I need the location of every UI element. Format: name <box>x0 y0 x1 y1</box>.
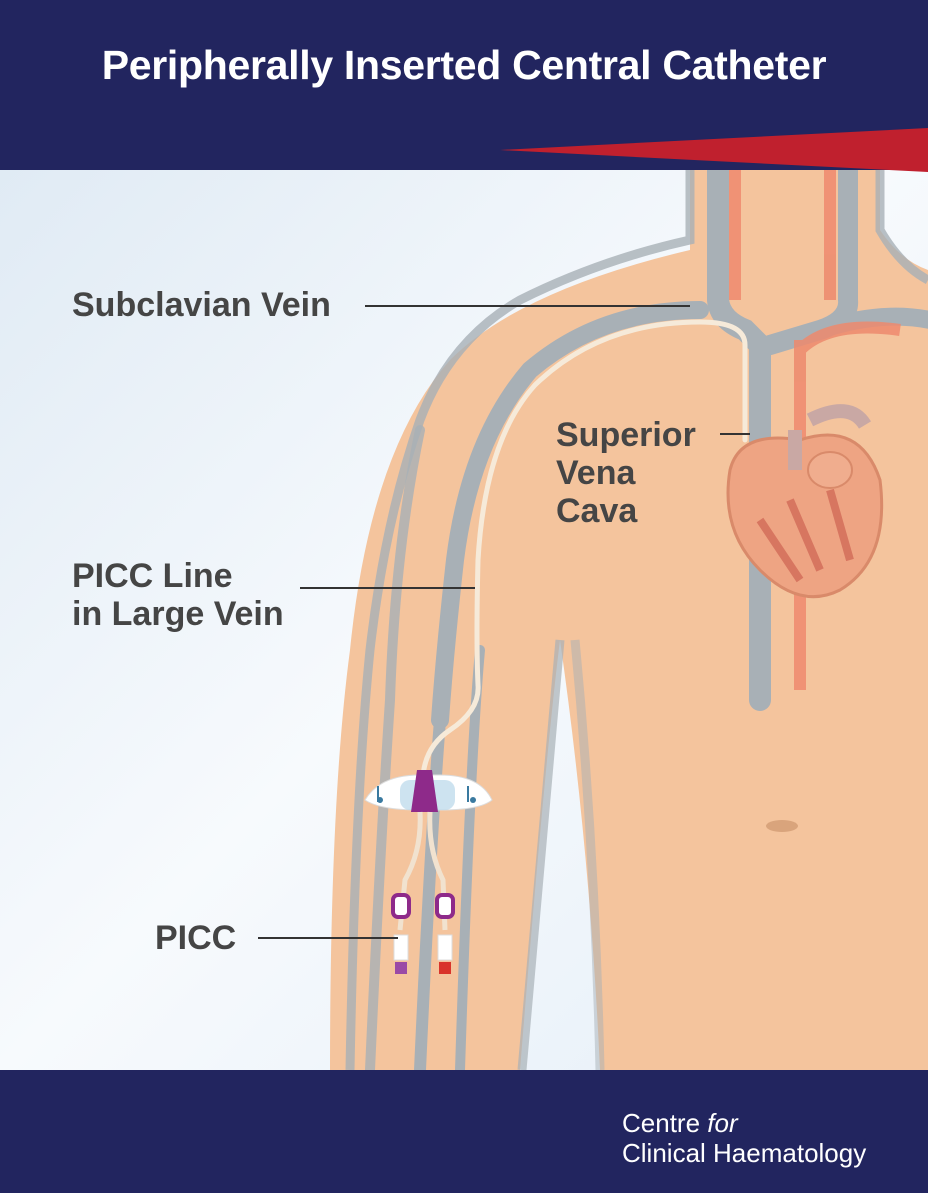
label-picc-line2: in Large Vein <box>72 595 284 633</box>
picc-securement-device <box>364 770 493 812</box>
label-picc: PICC <box>155 919 237 957</box>
label-subclavian-vein: Subclavian Vein <box>72 286 331 324</box>
navel <box>766 820 798 832</box>
footer <box>0 1070 928 1193</box>
body-silhouette <box>330 170 928 1071</box>
header: Peripherally Inserted Central Catheter <box>0 0 928 130</box>
label-svc-line2: Vena <box>556 454 636 492</box>
catheter-line <box>420 319 748 793</box>
label-picc-line1: PICC Line <box>72 557 233 595</box>
label-picc-line: PICC Line in Large Vein <box>72 557 284 633</box>
logo-line1: Centre <box>622 1108 701 1138</box>
clamps <box>391 893 455 974</box>
label-svc-line1: Superior <box>556 416 696 454</box>
logo-line2: Clinical Haematology <box>622 1138 867 1168</box>
logo-text: Centre for Clinical Haematology <box>622 1108 866 1168</box>
label-superior-vena-cava: Superior Vena Cava <box>556 416 696 530</box>
label-svc-line3: Cava <box>556 492 638 530</box>
header-red-accent <box>500 128 928 172</box>
label-pointer-lines <box>258 305 750 939</box>
page-title: Peripherally Inserted Central Catheter <box>101 42 827 88</box>
picc-lumens <box>397 811 448 931</box>
heart <box>726 404 884 599</box>
logo-line1-italic: for <box>707 1108 738 1138</box>
